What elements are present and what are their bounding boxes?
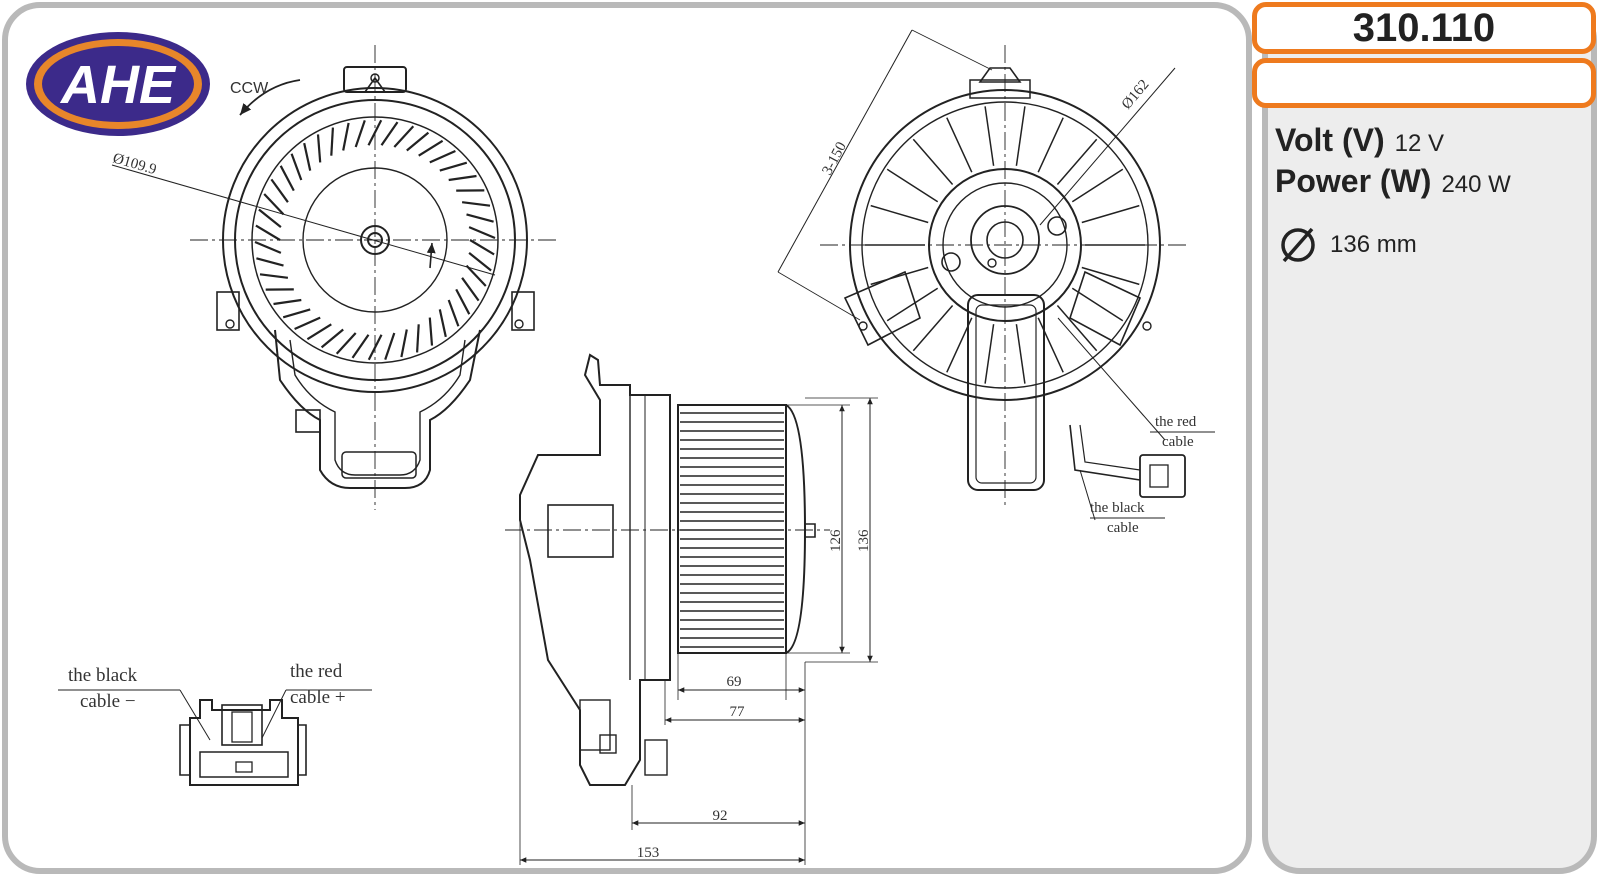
housing-rib [1037, 117, 1064, 173]
volt-value: 12 V [1394, 130, 1444, 157]
impeller-blade [447, 299, 460, 327]
dim-77-label: 77 [730, 704, 746, 720]
impeller-blade [469, 239, 495, 256]
housing-rib [1037, 317, 1064, 373]
volt-spec: Volt (V) 12 V [1275, 122, 1444, 159]
housing-rib [886, 168, 939, 203]
dim-92-label: 92 [713, 808, 728, 824]
impeller-blade [439, 161, 468, 172]
impeller-blade [279, 165, 295, 192]
housing-rib [870, 266, 929, 286]
impeller-blade [418, 139, 444, 157]
connector-black-cable-line2: cable − [80, 691, 136, 712]
ccw-label: CCW [230, 80, 269, 97]
volt-label: Volt (V) [1275, 122, 1385, 158]
dim-126-label: 126 [828, 529, 844, 552]
housing-rib [1081, 266, 1140, 286]
housing-rib [1056, 138, 1098, 185]
diameter-symbol-icon [1281, 227, 1315, 263]
impeller-blade [254, 240, 282, 254]
impeller-blade [380, 121, 399, 146]
impeller-blade [429, 149, 456, 164]
impeller-blade [351, 334, 370, 359]
housing-rib [912, 138, 954, 185]
impeller-blade [466, 213, 494, 223]
impeller-blade [428, 317, 434, 346]
rear-black-cable-line1: the black [1090, 500, 1145, 516]
impeller-blade [259, 273, 289, 279]
secondary-label-box [1252, 58, 1596, 108]
housing-rib [946, 117, 973, 173]
impeller-blade [461, 201, 491, 207]
connector-red-cable-line2: cable + [290, 687, 346, 708]
housing-rib [1015, 324, 1026, 384]
impeller-blade [255, 224, 281, 241]
impeller-blade [384, 332, 396, 360]
impeller-blade [406, 131, 430, 152]
impeller-blade [273, 298, 302, 306]
impeller-blade [256, 257, 284, 267]
housing-rib [1081, 204, 1140, 224]
impeller-blade [270, 178, 289, 203]
impeller-blade [330, 127, 334, 156]
impeller-blade [290, 153, 303, 181]
impeller-blade [461, 277, 480, 302]
housing-rib [912, 305, 954, 352]
dim-136-label: 136 [856, 529, 872, 552]
mount-spacing-label: 3-150 [819, 139, 850, 177]
specs-panel [1262, 2, 1597, 874]
impeller-blade [306, 323, 332, 341]
housing-rib [984, 106, 995, 166]
rear-red-cable-line1: the red [1155, 414, 1197, 430]
impeller-blade [335, 332, 357, 355]
connector-red-cable-line1: the red [290, 661, 343, 682]
connector-black-cable-line1: the black [68, 665, 138, 686]
housing-rib [984, 324, 995, 384]
impeller-blade [393, 125, 415, 148]
impeller-blade [465, 264, 487, 287]
technical-drawing: AHE CCW Ø109.9 [26, 29, 1215, 865]
rear-black-cable-line2: cable [1107, 520, 1139, 536]
impeller-blade [342, 122, 350, 151]
diameter-spec: 136 mm [1278, 225, 1417, 265]
dim-69-label: 69 [727, 674, 742, 690]
diameter-value: 136 mm [1330, 231, 1417, 258]
logo-text: AHE [59, 55, 177, 115]
impeller-blade [455, 288, 471, 315]
power-value: 240 W [1441, 171, 1511, 198]
power-label: Power (W) [1275, 163, 1432, 199]
impeller-blade [294, 316, 321, 331]
housing-rib [870, 204, 929, 224]
impeller-blade [468, 252, 492, 272]
housing-rib [1056, 305, 1098, 352]
impeller-blade [282, 308, 311, 319]
impeller-blade [316, 134, 322, 163]
impeller-diameter-label: Ø109.9 [111, 150, 158, 178]
side-view [505, 353, 878, 865]
housing-rib [886, 287, 939, 322]
impeller-blade [416, 324, 420, 353]
front-view [111, 45, 560, 510]
impeller-blade [400, 329, 408, 358]
impeller-blade [263, 193, 285, 216]
impeller-blade [303, 142, 312, 171]
rear-view [777, 29, 1215, 521]
housing-rib [1071, 287, 1124, 322]
rear-red-cable-line2: cable [1162, 434, 1194, 450]
impeller-blade [320, 328, 344, 349]
impeller-blade [354, 120, 366, 148]
impeller-blade [258, 208, 282, 228]
connector-detail [58, 689, 372, 786]
housing-diameter-label: Ø162 [1119, 77, 1153, 113]
impeller-blade [448, 174, 477, 182]
housing-rib [1071, 168, 1124, 203]
impeller-blade [468, 226, 496, 240]
impeller-blade [438, 309, 447, 338]
housing-rib [1015, 106, 1026, 166]
power-spec: Power (W) 240 W [1275, 163, 1511, 200]
part-number: 310.110 [1252, 2, 1596, 54]
dim-153-label: 153 [637, 845, 660, 861]
ahe-logo: AHE [26, 32, 210, 136]
